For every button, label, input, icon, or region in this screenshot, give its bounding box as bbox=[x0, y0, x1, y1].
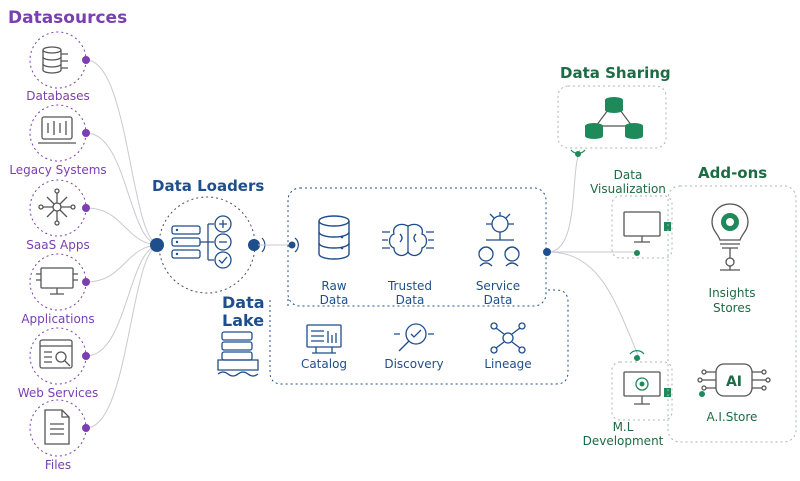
data-sharing-icon bbox=[585, 97, 643, 139]
lineage-network-icon bbox=[490, 322, 526, 354]
files-node bbox=[29, 399, 90, 457]
shared-database-icon bbox=[585, 97, 643, 139]
web-search-icon bbox=[39, 339, 73, 369]
lineage-label: Lineage bbox=[484, 357, 532, 371]
addons-box bbox=[667, 185, 797, 443]
connector-databases bbox=[85, 59, 161, 246]
visualization-monitor-icon bbox=[623, 211, 661, 243]
ml-monitor-icon bbox=[623, 371, 661, 405]
connector-saas bbox=[85, 207, 161, 246]
source-label-applications: Applications bbox=[21, 312, 95, 326]
ai-store-icon: AI bbox=[697, 363, 771, 397]
trusted-data-brain-icon bbox=[382, 223, 434, 257]
connector-legacy bbox=[85, 132, 161, 246]
loaders-title: Data Loaders bbox=[152, 177, 265, 195]
discovery-label: Discovery bbox=[384, 357, 444, 371]
source-label-saas: SaaS Apps bbox=[26, 238, 90, 252]
legacy-system-icon bbox=[38, 116, 76, 144]
catalog-icon bbox=[306, 324, 342, 354]
web-services-node bbox=[29, 327, 90, 385]
ai-store-label: A.I.Store bbox=[706, 410, 758, 424]
addons-title: Add-ons bbox=[698, 164, 768, 182]
source-label-databases: Databases bbox=[26, 89, 90, 103]
lake-bottom-box bbox=[269, 289, 569, 385]
lake-output-dot bbox=[543, 248, 551, 256]
saas-network-icon bbox=[38, 188, 76, 226]
source-label-web: Web Services bbox=[17, 386, 99, 400]
source-label-files: Files bbox=[44, 458, 72, 472]
monitor-icon bbox=[36, 267, 78, 295]
sharing-box bbox=[557, 85, 667, 149]
visualization-box bbox=[611, 195, 673, 259]
database-icon bbox=[42, 46, 68, 74]
source-connectors bbox=[85, 59, 161, 429]
applications-node bbox=[29, 253, 90, 311]
connector-files bbox=[85, 244, 161, 429]
loader-output-dot bbox=[248, 239, 260, 251]
legacy-node bbox=[29, 104, 90, 162]
lake-input-dot bbox=[288, 241, 296, 249]
lake-top-box bbox=[287, 187, 547, 307]
raw-data-icon bbox=[318, 215, 350, 260]
connector-web bbox=[85, 244, 161, 357]
saas-node bbox=[29, 179, 90, 237]
data-lake-icon bbox=[217, 331, 259, 377]
gear-icon bbox=[721, 213, 739, 231]
lake-title: Data Lake bbox=[222, 293, 265, 330]
data-loader-icon bbox=[171, 215, 232, 269]
databases-node bbox=[29, 31, 90, 89]
files-icon bbox=[44, 409, 70, 445]
connector-applications bbox=[85, 244, 161, 283]
ml-box bbox=[611, 361, 673, 421]
insights-bulb-icon bbox=[711, 203, 749, 271]
discovery-search-icon bbox=[394, 323, 434, 352]
datasources-title: Datasources bbox=[8, 8, 128, 28]
catalog-label: Catalog bbox=[300, 357, 348, 371]
ai-badge-text: AI bbox=[726, 374, 742, 390]
source-label-legacy: Legacy Systems bbox=[9, 163, 107, 177]
loader-input-dot bbox=[150, 238, 164, 252]
service-data-icon bbox=[478, 212, 520, 267]
sharing-title: Data Sharing bbox=[560, 64, 671, 82]
